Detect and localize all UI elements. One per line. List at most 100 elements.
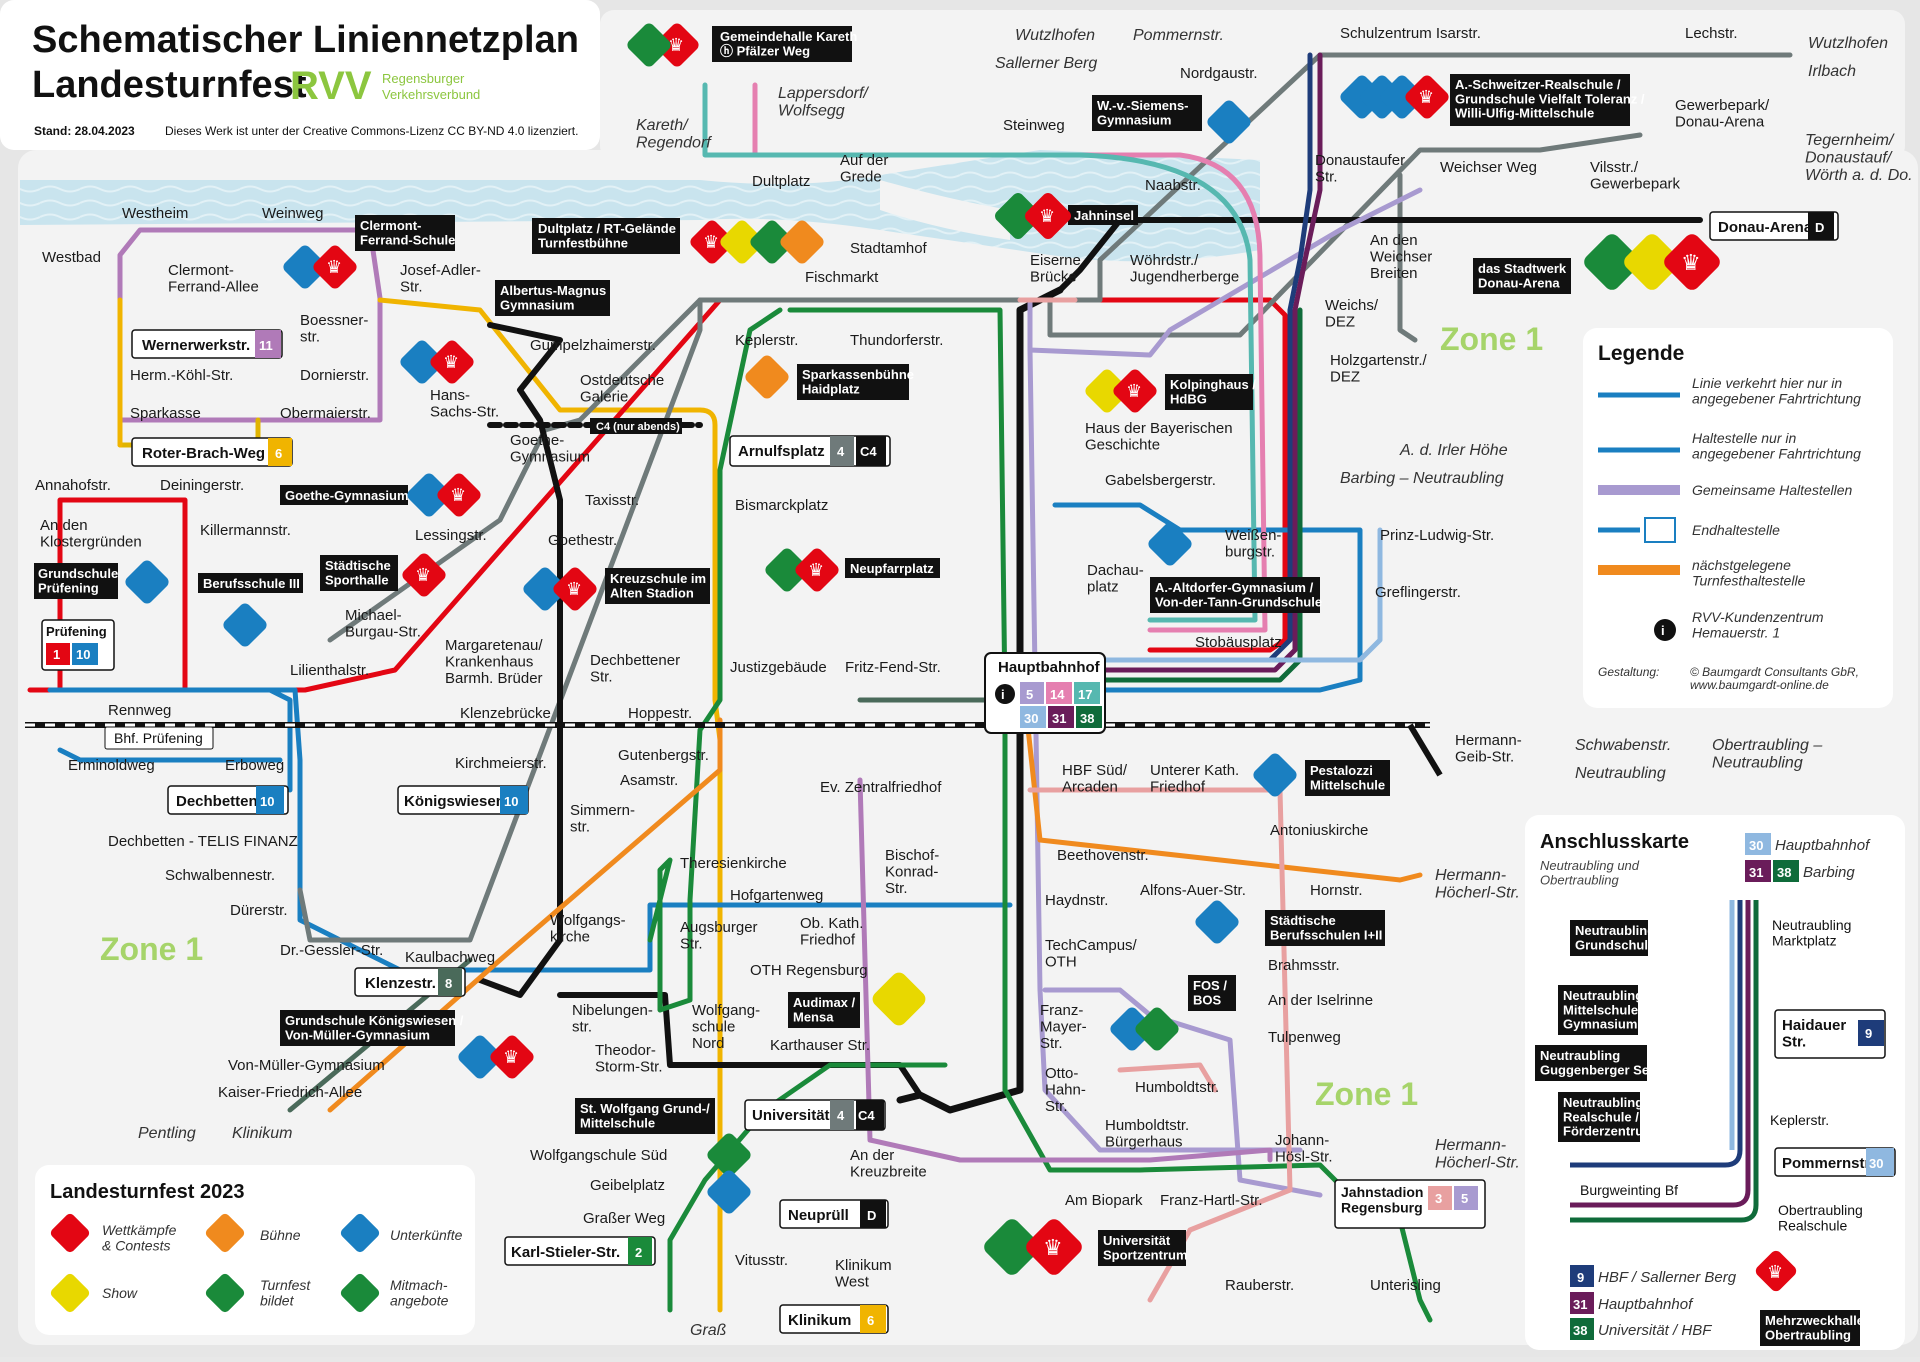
station-boessner[interactable]: Boessner-str. [300, 312, 368, 346]
bed-icon[interactable] [405, 471, 453, 519]
bed-icon[interactable] [123, 558, 171, 606]
station-box-karl-stieler[interactable]: Karl-Stieler-Str. 2 [504, 1236, 656, 1266]
station-box-neupruell[interactable]: Neuprüll D [779, 1199, 889, 1229]
station-bischof-konrad[interactable]: Bischof-Konrad-Str. [885, 847, 939, 897]
station-barbing-neutr[interactable]: Barbing – Neutraubling [1340, 470, 1504, 487]
station-deininger[interactable]: Deiningerstr. [160, 477, 244, 494]
hauptbahnhof-hub[interactable]: Hauptbahnhof i 5 14 17 30 31 38 [984, 652, 1106, 734]
trophy-icon[interactable]: ♛ [793, 546, 841, 594]
station-erminold[interactable]: Erminoldweg [68, 757, 155, 774]
station-obertraubling[interactable]: Obertraubling –Neutraubling [1712, 737, 1822, 772]
venue-jahninsel[interactable]: Jahninsel [1068, 205, 1138, 225]
station-lessing[interactable]: Lessingstr. [415, 527, 487, 544]
station-holzgarten[interactable]: Holzgartenstr./DEZ [1330, 352, 1428, 386]
activity-icon[interactable] [748, 218, 796, 266]
station-neutraubling[interactable]: Neutraubling [1575, 765, 1666, 782]
station-josef-adler[interactable]: Josef-Adler-Str. [400, 262, 481, 296]
station-hermann-geib[interactable]: Hermann-Geib-Str. [1455, 732, 1522, 766]
sparkle-icon[interactable] [869, 969, 928, 1028]
venue-st-wolfgang[interactable]: St. Wolfgang Grund-/Mittelschule [575, 1098, 715, 1134]
station-lechstr[interactable]: Lechstr. [1685, 25, 1738, 42]
station-weinweg[interactable]: Weinweg [262, 205, 323, 222]
trophy-icon[interactable]: ♛ [1753, 1248, 1798, 1293]
station-greflinger[interactable]: Greflingerstr. [1375, 584, 1461, 601]
trophy-icon[interactable]: ♛ [653, 21, 701, 69]
station-dachauplatz[interactable]: Dachau-platz [1087, 562, 1144, 596]
station-box-wernerwerk[interactable]: Wernerwerkstr. 11 [131, 329, 283, 359]
station-box-universitaet[interactable]: Universität 4 C4 [744, 1099, 886, 1131]
bed-icon[interactable] [1146, 520, 1194, 568]
station-erboweg[interactable]: Erboweg [225, 757, 284, 774]
station-hoppe[interactable]: Hoppestr. [628, 705, 692, 722]
station-wolfgangskirche[interactable]: Wolfgangs-kirche [550, 912, 626, 946]
station-box-roter-brach[interactable]: Roter-Brach-Weg 6 [131, 437, 293, 467]
station-otto-hahn[interactable]: Otto-Hahn-Str. [1045, 1065, 1086, 1115]
venue-kolpinghaus[interactable]: Kolpinghaus /HdBG [1165, 374, 1256, 410]
station-dechbetten-telis[interactable]: Dechbetten - TELIS FINANZ [108, 833, 298, 850]
anschluss-pommernstr[interactable]: Pommernstr. [1782, 1155, 1874, 1172]
station-annahof[interactable]: Annahofstr. [35, 477, 111, 494]
activity-icon[interactable] [1581, 231, 1643, 293]
bed-icon[interactable] [1205, 98, 1253, 146]
bed-icon[interactable] [1251, 751, 1299, 799]
station-irlbach[interactable]: Irlbach [1808, 63, 1856, 80]
trophy-icon[interactable]: ♛ [428, 338, 476, 386]
venue-clermont-schule[interactable]: Clermont-Ferrand-Schule [355, 215, 455, 251]
station-unterer-kath[interactable]: Unterer Kath.Friedhof [1150, 762, 1239, 796]
station-naabstr[interactable]: Naabstr. [1145, 177, 1201, 194]
station-box-bhf-pruefening[interactable]: Bhf. Prüfening [104, 726, 214, 750]
station-theresienkirche[interactable]: Theresienkirche [680, 855, 787, 872]
venue-siemens-gymnasium[interactable]: W.-v.-Siemens-Gymnasium [1092, 95, 1202, 131]
station-vilsstr[interactable]: Vilsstr./Gewerbepark [1590, 159, 1681, 193]
venue-fos-bos[interactable]: FOS /BOS [1188, 975, 1236, 1011]
station-haydnstr[interactable]: Haydnstr. [1045, 892, 1108, 909]
bed-icon[interactable] [705, 1168, 753, 1216]
station-stadtamhof[interactable]: Stadtamhof [850, 240, 928, 257]
station-dultplatz[interactable]: Dultplatz [752, 173, 810, 190]
station-von-mueller[interactable]: Von-Müller-Gymnasium [228, 1057, 385, 1074]
station-am-biopark[interactable]: Am Biopark [1065, 1192, 1143, 1209]
bed-icon[interactable] [1378, 73, 1426, 121]
station-westheim[interactable]: Westheim [122, 205, 188, 222]
station-unterisling[interactable]: Unterisling [1370, 1277, 1441, 1294]
station-thundorfer[interactable]: Thundorferstr. [850, 332, 943, 349]
anschluss-keplerstr[interactable]: Keplerstr. [1770, 1112, 1829, 1128]
trophy-icon[interactable]: ♛ [488, 1033, 536, 1081]
bed-icon[interactable] [456, 1033, 504, 1081]
station-nordgaustr[interactable]: Nordgaustr. [1180, 65, 1258, 82]
station-johann-hoesl[interactable]: Johann-Hösl-Str. [1275, 1132, 1333, 1166]
station-iselrinne[interactable]: An der Iselrinne [1268, 992, 1373, 1009]
station-prinz-ludwig[interactable]: Prinz-Ludwig-Str. [1380, 527, 1494, 544]
trophy-icon[interactable]: ♛ [1111, 367, 1159, 415]
station-irler-hoehe[interactable]: A. d. Irler Höhe [1399, 442, 1508, 459]
venue-schweitzer-realschule[interactable]: A.-Schweitzer-Realschule /Grundschule Vi… [1450, 74, 1645, 126]
station-vitusstr[interactable]: Vitusstr. [735, 1252, 788, 1269]
station-lilienthal[interactable]: Lilienthalstr. [290, 662, 369, 679]
station-fritz-fend[interactable]: Fritz-Fend-Str. [845, 659, 941, 676]
trophy-icon[interactable]: ♛ [1023, 1216, 1085, 1278]
station-box-klinikum[interactable]: Klinikum 6 [779, 1304, 889, 1334]
station-weichser-weg[interactable]: Weichser Weg [1440, 159, 1537, 176]
station-wutzlhofen[interactable]: Wutzlhofen [1015, 27, 1095, 44]
venue-neupfarrplatz[interactable]: Neupfarrplatz [845, 558, 940, 578]
station-duerer[interactable]: Dürerstr. [230, 902, 288, 919]
station-box-pruefening[interactable]: Prüfening 1 10 [41, 619, 115, 671]
station-nibelungen[interactable]: Nibelungen-str. [572, 1002, 653, 1036]
venue-berufsschule-iii[interactable]: Berufsschule III [198, 573, 303, 593]
station-hbf-sued[interactable]: HBF Süd/Arcaden [1062, 762, 1128, 796]
reading-icon[interactable] [981, 1216, 1043, 1278]
station-box-koenigswiesen[interactable]: Königswiesen 10 [397, 785, 529, 815]
